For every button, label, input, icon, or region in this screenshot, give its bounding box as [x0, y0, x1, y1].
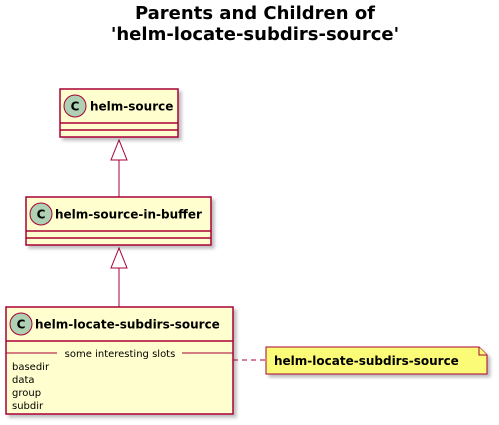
note[interactable]: helm-locate-subdirs-source	[265, 346, 488, 375]
class-name: helm-locate-subdirs-source	[35, 318, 220, 332]
inheritance-arrowhead	[110, 138, 128, 161]
class-stereotype-icon	[29, 202, 53, 226]
class-stereotype-icon	[9, 312, 33, 336]
class-stereotype-letter: C	[17, 318, 26, 332]
slot-item: subdir	[12, 401, 44, 412]
class-name: helm-source-in-buffer	[55, 208, 202, 222]
slot-item: group	[12, 388, 41, 399]
slot-item: basedir	[12, 362, 50, 373]
slots-separator-label: some interesting slots	[65, 349, 176, 360]
slot-item: data	[12, 375, 35, 386]
note-text: helm-locate-subdirs-source	[274, 354, 459, 368]
diagram-title-line-1: Parents and Children of	[135, 3, 375, 24]
class-stereotype-letter: C	[37, 208, 46, 222]
note-fold-icon	[478, 347, 487, 356]
class-name: helm-source	[90, 100, 173, 114]
edge-buffer-to-source	[110, 138, 128, 197]
diagram-title-line-2: 'helm-locate-subdirs-source'	[111, 24, 399, 45]
class-helm-source-in-buffer[interactable]: C helm-source-in-buffer	[25, 196, 212, 246]
class-helm-locate-subdirs-source[interactable]: C helm-locate-subdirs-source some intere…	[5, 306, 234, 415]
edge-locate-to-buffer	[110, 246, 128, 307]
inheritance-arrowhead	[110, 246, 128, 269]
class-stereotype-letter: C	[71, 100, 80, 114]
class-helm-source[interactable]: C helm-source	[59, 88, 179, 138]
class-stereotype-icon	[63, 94, 87, 118]
